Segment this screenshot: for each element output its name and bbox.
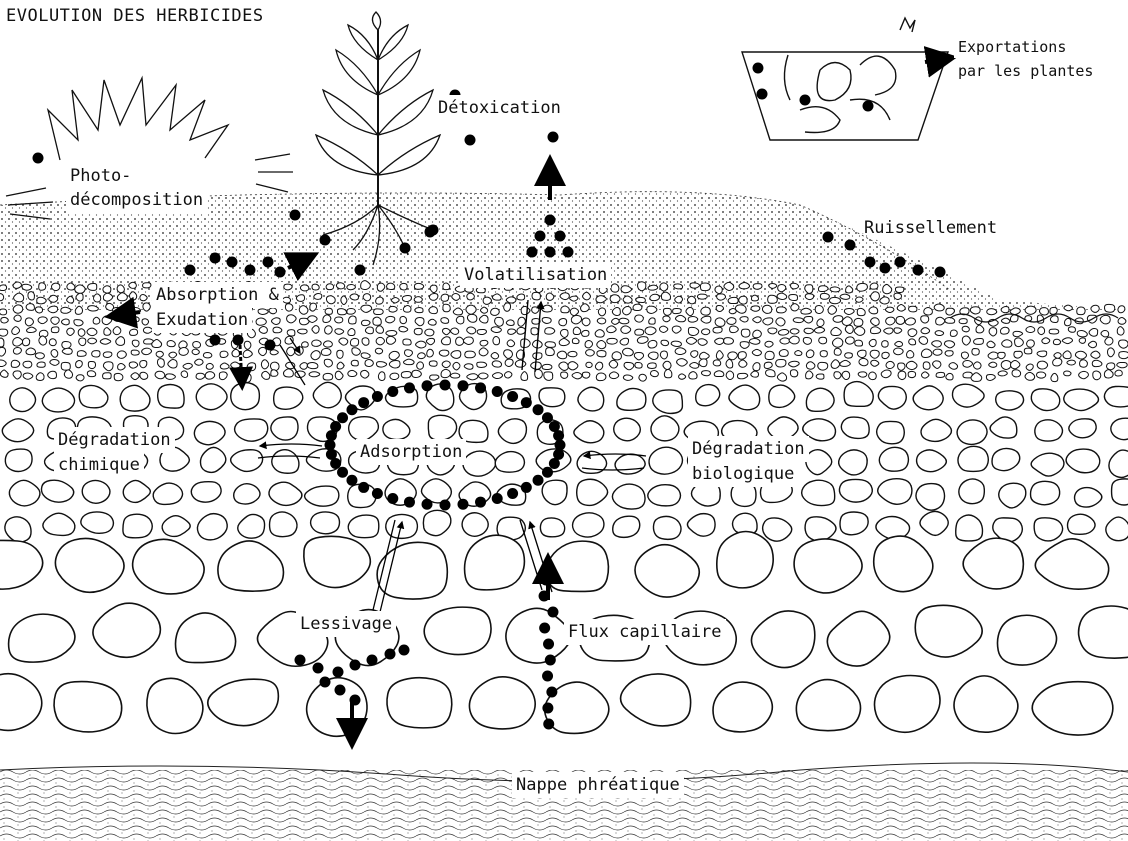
flux-capillaire-label: Flux capillaire [564, 619, 726, 645]
ruissellement-label: Ruissellement [860, 215, 1001, 241]
exportations-label: Exportations [954, 36, 1070, 58]
absorption-label: Absorption & [152, 282, 283, 308]
lessivage-label: Lessivage [296, 611, 396, 637]
degradation-biologique-label-2: biologique [688, 461, 798, 487]
par-les-plantes-label: par les plantes [954, 60, 1097, 82]
degradation-arrow [240, 345, 242, 385]
diagram-title: EVOLUTION DES HERBICIDES [6, 6, 264, 26]
degradation-chimique-label-2: chimique [54, 452, 144, 478]
detoxication-label: Détoxication [434, 95, 565, 121]
basket-icon [742, 18, 948, 140]
sun-icon [48, 78, 228, 160]
exudation-label: Exudation [152, 307, 252, 333]
export-arrow [925, 58, 950, 62]
decomposition-label: décomposition [66, 187, 207, 213]
photo-label: Photo- [66, 163, 135, 189]
degradation-chimique-label-1: Dégradation [54, 427, 175, 453]
degradation-biologique-label-1: Dégradation [688, 436, 809, 462]
nappe-phreatique-label: Nappe phréatique [512, 772, 684, 798]
adsorption-label: Adsorption [356, 439, 466, 465]
cobble-layer [2, 382, 1128, 543]
volatilisation-label: Volatilisation [460, 262, 611, 288]
